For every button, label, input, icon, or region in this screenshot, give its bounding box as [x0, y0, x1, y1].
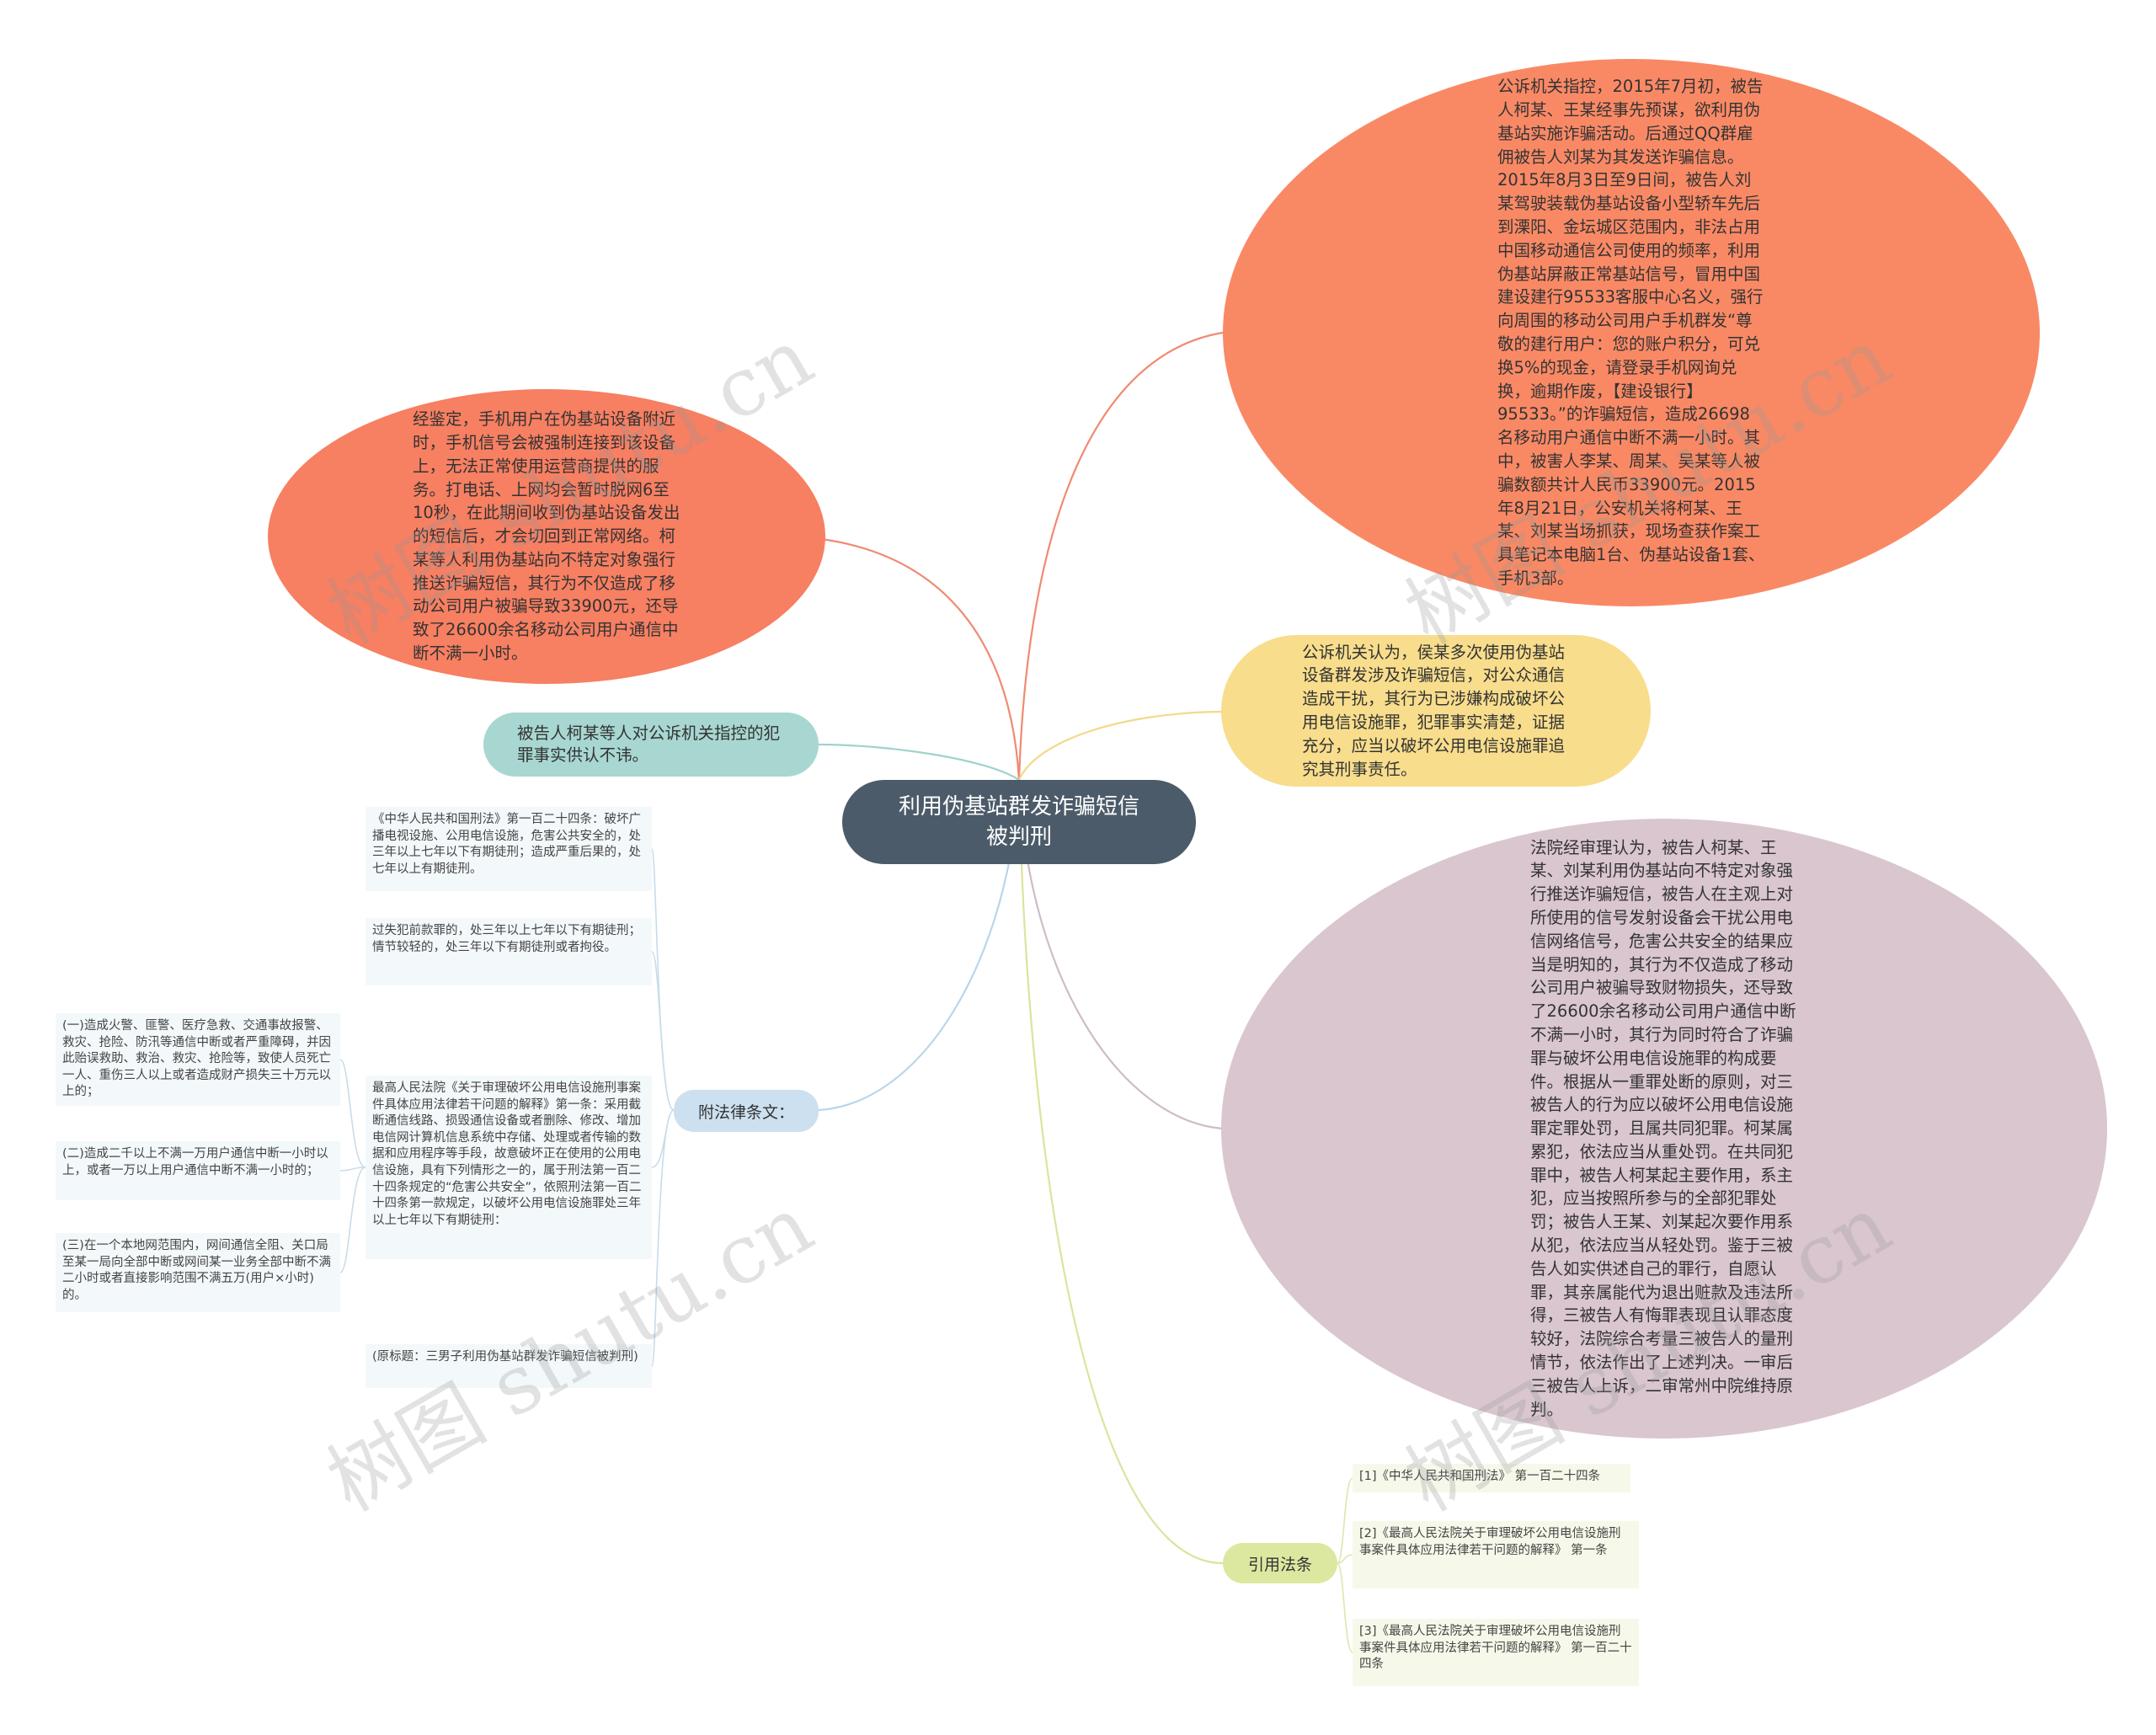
node-prosecution-charge[interactable]: 公诉机关指控，2015年7月初，被告人柯某、王某经事先预谋，欲利用伪基站实施诈骗…	[1223, 59, 2040, 606]
law-item-text: 《中华人民共和国刑法》第一百二十四条：破坏广播电视设施、公用电信设施，危害公共安…	[372, 813, 641, 876]
law-sub-item[interactable]: (二)造成二千以上不满一万用户通信中断一小时以上，或者一万以上用户通信中断不满一…	[56, 1141, 340, 1200]
node-prosecution-charge-text: 公诉机关指控，2015年7月初，被告人柯某、王某经事先预谋，欲利用伪基站实施诈骗…	[1497, 77, 1765, 588]
link-top-right	[1017, 331, 1224, 781]
node-appraisal[interactable]: 经鉴定，手机用户在伪基站设备附近时，手机信号会被强制连接到该设备上，无法正常使用…	[268, 389, 825, 684]
node-cited-laws[interactable]: 引用法条	[1223, 1543, 1337, 1583]
node-court-ruling[interactable]: 法院经审理认为，被告人柯某、王某、刘某利用伪基站向不特定对象强行推送诈骗短信，被…	[1221, 819, 2107, 1439]
link-ref2	[1337, 1554, 1353, 1564]
cited-law-ref[interactable]: [2]《最高人民法院关于审理破坏公用电信设施刑事案件具体应用法律若干问题的解释》…	[1353, 1521, 1639, 1588]
law-item-original-title[interactable]: (原标题：三男子利用伪基站群发诈骗短信被判刑)	[366, 1344, 652, 1388]
node-prosecution-opinion-text: 公诉机关认为，侯某多次使用伪基站设备群发涉及诈骗短信，对公众通信造成干扰，其行为…	[1302, 642, 1566, 779]
law-item[interactable]: 《中华人民共和国刑法》第一百二十四条：破坏广播电视设施、公用电信设施，危害公共安…	[366, 807, 652, 891]
law-item-text: (原标题：三男子利用伪基站群发诈骗短信被判刑)	[372, 1350, 638, 1364]
law-sub-item[interactable]: (一)造成火警、匪警、医疗急救、交通事故报警、救灾、抢险、防汛等通信中断或者严重…	[56, 1013, 340, 1106]
link-law1	[651, 848, 675, 1111]
link-teal	[818, 743, 1020, 781]
link-sub2	[339, 1166, 366, 1172]
law-item[interactable]: 最高人民法院《关于审理破坏公用电信设施刑事案件具体应用法律若干问题的解释》第一条…	[366, 1076, 652, 1259]
center-topic-text: 利用伪基站群发诈骗短信被判刑	[898, 794, 1139, 850]
law-sub-item-text: (一)造成火警、匪警、医疗急救、交通事故报警、救灾、抢险、防汛等通信中断或者严重…	[62, 1019, 331, 1099]
link-ref1	[1337, 1477, 1353, 1564]
cited-law-ref[interactable]: [1]《中华人民共和国刑法》 第一百二十四条	[1353, 1464, 1630, 1492]
law-item-text: 最高人民法院《关于审理破坏公用电信设施刑事案件具体应用法律若干问题的解释》第一条…	[372, 1081, 642, 1227]
link-law2	[651, 951, 675, 1111]
cited-law-ref-text: [2]《最高人民法院关于审理破坏公用电信设施刑事案件具体应用法律若干问题的解释》…	[1359, 1527, 1621, 1557]
node-cited-laws-text: 引用法条	[1247, 1555, 1312, 1574]
node-appendix-laws[interactable]: 附法律条文：	[674, 1090, 819, 1132]
cited-law-ref-text: [3]《最高人民法院关于审理破坏公用电信设施刑事案件具体应用法律若干问题的解释》…	[1359, 1625, 1632, 1672]
cited-law-ref[interactable]: [3]《最高人民法院关于审理破坏公用电信设施刑事案件具体应用法律若干问题的解释》…	[1353, 1619, 1639, 1686]
center-topic[interactable]: 利用伪基站群发诈骗短信被判刑	[842, 780, 1196, 864]
link-law4	[651, 1109, 675, 1367]
law-item-text: 过失犯前款罪的，处三年以上七年以下有期徒刑；情节较轻的，处三年以下有期徒刑或者拘…	[372, 924, 641, 954]
law-sub-item-text: (二)造成二千以上不满一万用户通信中断一小时以上，或者一万以上用户通信中断不满一…	[62, 1147, 328, 1177]
node-prosecution-opinion[interactable]: 公诉机关认为，侯某多次使用伪基站设备群发涉及诈骗短信，对公众通信造成干扰，其行为…	[1221, 635, 1651, 787]
node-appendix-laws-text: 附法律条文：	[697, 1102, 794, 1122]
link-yellow	[1017, 710, 1224, 781]
node-appraisal-text: 经鉴定，手机用户在伪基站设备附近时，手机信号会被强制连接到该设备上，无法正常使用…	[413, 409, 680, 664]
node-defendant-confession-text: 被告人柯某等人对公诉机关指控的犯罪事实供认不讳。	[517, 723, 781, 765]
link-cited	[1017, 779, 1224, 1565]
link-sub3	[339, 1166, 366, 1273]
node-defendant-confession[interactable]: 被告人柯某等人对公诉机关指控的犯罪事实供认不讳。	[483, 713, 819, 777]
node-court-ruling-text: 法院经审理认为，被告人柯某、王某、刘某利用伪基站向不特定对象强行推送诈骗短信，被…	[1530, 837, 1796, 1419]
link-top-left	[820, 537, 1021, 781]
link-ref3	[1337, 1562, 1353, 1653]
cited-law-ref-text: [1]《中华人民共和国刑法》 第一百二十四条	[1359, 1470, 1601, 1483]
law-sub-item[interactable]: (三)在一个本地网范围内，网间通信全阻、关口局至某一局向全部中断或网间某一业务全…	[56, 1233, 340, 1312]
link-sub1	[339, 1059, 366, 1168]
law-sub-item-text: (三)在一个本地网范围内，网间通信全阻、关口局至某一局向全部中断或网间某一业务全…	[62, 1239, 331, 1302]
law-item[interactable]: 过失犯前款罪的，处三年以上七年以下有期徒刑；情节较轻的，处三年以下有期徒刑或者拘…	[366, 918, 652, 985]
